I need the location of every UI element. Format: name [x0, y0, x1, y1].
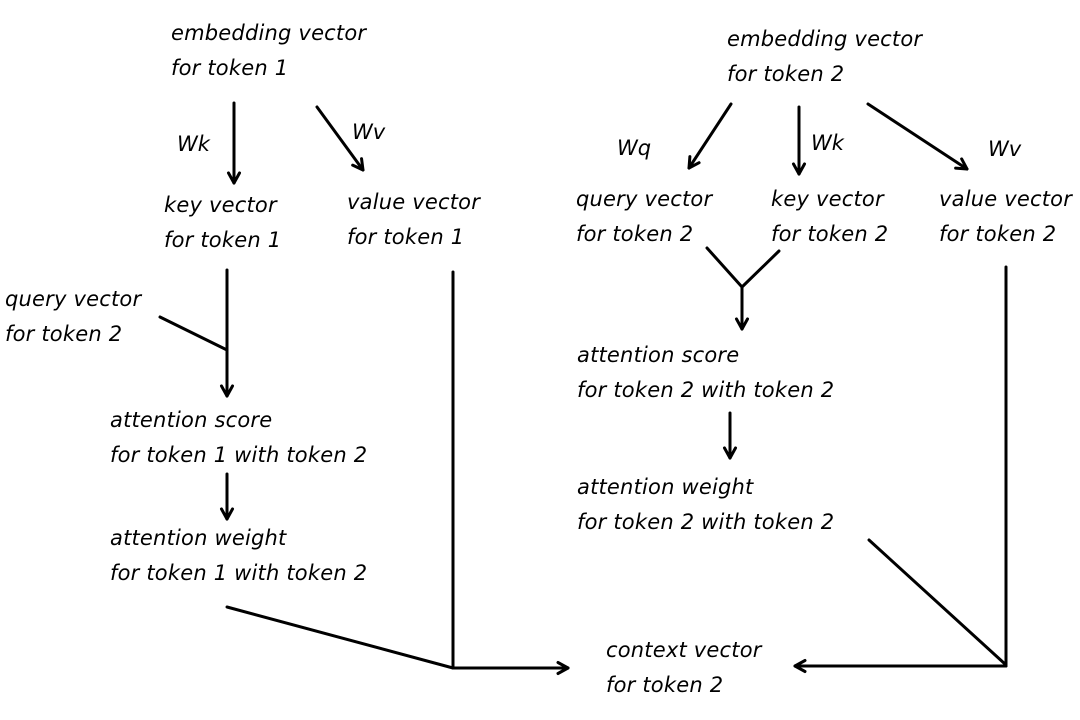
line-weight22-to-junction [867, 538, 1007, 666]
weight-label-wk-right: Wk [811, 131, 844, 155]
node-line: for token 1 [164, 228, 282, 252]
arrow-emb2-to-query2 [687, 102, 733, 170]
node-line: value vector [939, 187, 1073, 211]
node-embedding-token1: embedding vector for token 1 [171, 16, 366, 86]
node-attention-weight-t1-t2: attention weight for token 1 with token … [110, 521, 367, 591]
node-query-token2: query vector for token 2 [576, 182, 712, 252]
node-line: value vector [347, 190, 481, 214]
node-line: attention score [110, 408, 273, 432]
node-embedding-token2: embedding vector for token 2 [727, 22, 922, 92]
node-line: embedding vector [171, 21, 367, 45]
node-line: for token 1 with token 2 [110, 443, 368, 467]
node-line: for token 2 [771, 222, 889, 246]
node-line: for token 1 with token 2 [110, 561, 368, 585]
line-key2-merge [740, 249, 781, 289]
node-line: for token 1 [171, 56, 289, 80]
node-value-token2: value vector for token 2 [939, 182, 1072, 252]
weight-label-wv-right: Wv [988, 137, 1022, 161]
arrow-emb2-to-value2 [866, 102, 969, 171]
node-line: query vector [576, 187, 713, 211]
weight-label-wk-left: Wk [177, 132, 210, 156]
node-attention-weight-t2-t2: attention weight for token 2 with token … [577, 470, 834, 540]
node-key-token1: key vector for token 1 [164, 188, 281, 258]
node-line: key vector [771, 187, 884, 211]
node-value-token1: value vector for token 1 [347, 185, 480, 255]
weight-label-wv-left: Wv [352, 120, 386, 144]
node-attention-score-t1-t2: attention score for token 1 with token 2 [110, 403, 367, 473]
node-context-token2: context vector for token 2 [606, 633, 762, 703]
node-line: for token 2 with token 2 [577, 378, 835, 402]
node-line: key vector [164, 193, 277, 217]
node-line: for token 2 [5, 322, 123, 346]
node-query-token2-left: query vector for token 2 [5, 282, 141, 352]
node-line: for token 1 [347, 225, 465, 249]
node-line: for token 2 [606, 673, 724, 697]
node-line: for token 2 [576, 222, 694, 246]
node-line: for token 2 with token 2 [577, 510, 835, 534]
node-line: for token 2 [727, 62, 845, 86]
line-query2-join-left [158, 315, 229, 352]
node-line: context vector [606, 638, 762, 662]
line-query2-merge [705, 246, 744, 289]
arrow-emb1-to-value1 [315, 105, 365, 172]
line-weight12-to-junction [225, 605, 455, 670]
node-line: attention weight [577, 475, 754, 499]
node-line: attention score [577, 343, 740, 367]
node-line: for token 2 [939, 222, 1057, 246]
node-attention-score-t2-t2: attention score for token 2 with token 2 [577, 338, 834, 408]
node-line: embedding vector [727, 27, 923, 51]
node-line: query vector [5, 287, 142, 311]
node-line: attention weight [110, 526, 287, 550]
node-key-token2: key vector for token 2 [771, 182, 888, 252]
weight-label-wq-right: Wq [617, 136, 652, 160]
